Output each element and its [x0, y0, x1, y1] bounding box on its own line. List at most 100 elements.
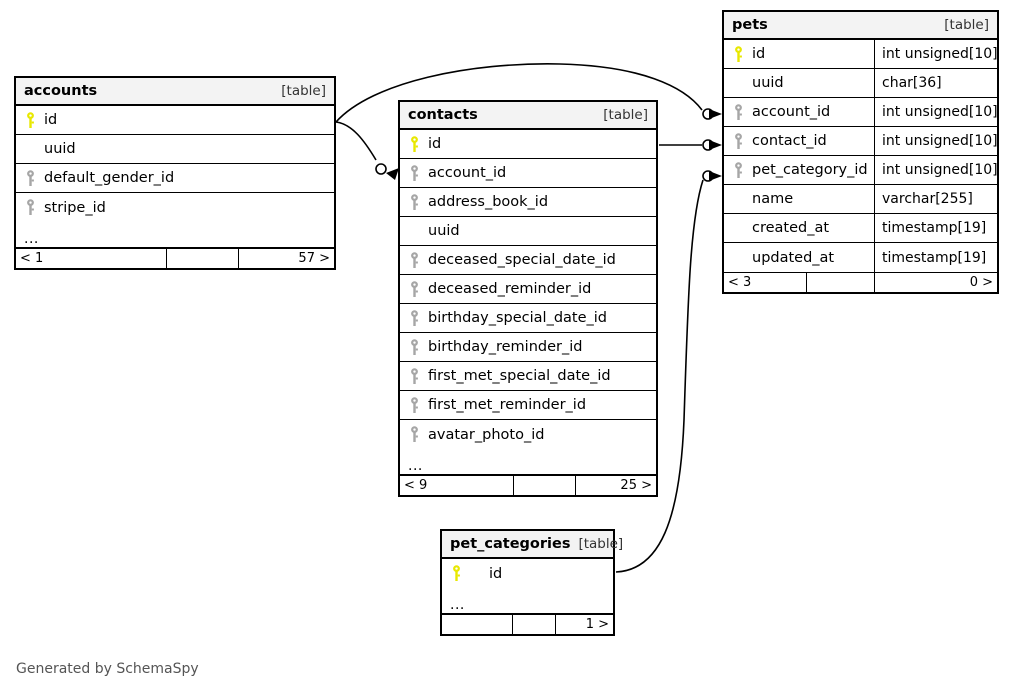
table-contacts[interactable]: contacts [table] id account_id: [398, 100, 658, 497]
table-pets[interactable]: pets [table] id int unsigned[10] uuid ch…: [722, 10, 999, 294]
column-cell: uuid: [400, 217, 656, 245]
column-name: birthday_reminder_id: [428, 339, 583, 355]
table-accounts-tag: [table]: [281, 83, 326, 99]
table-contacts-header: contacts [table]: [400, 102, 656, 130]
column-name: id: [752, 46, 766, 62]
column-name: created_at: [752, 220, 830, 236]
column-type: int unsigned[10]: [874, 98, 998, 126]
table-contacts-footer: < 9 25 >: [400, 475, 656, 495]
column-name: deceased_reminder_id: [428, 281, 592, 297]
edge-end-circle-pets-contact-id: [702, 139, 714, 151]
footer-child-count: 1 >: [555, 615, 613, 634]
table-pets-tag: [table]: [944, 17, 989, 33]
table-row[interactable]: address_book_id: [400, 188, 656, 217]
column-cell: address_book_id: [400, 188, 656, 216]
table-pet-categories-columns: id: [442, 559, 613, 588]
column-cell: contact_id: [724, 127, 874, 155]
table-row[interactable]: account_id int unsigned[10]: [724, 98, 998, 127]
table-pets-columns: id int unsigned[10] uuid char[36] accoun…: [724, 40, 998, 272]
column-name: first_met_reminder_id: [428, 397, 587, 413]
column-cell: uuid: [724, 69, 874, 97]
column-cell: created_at: [724, 214, 874, 242]
table-row[interactable]: birthday_special_date_id: [400, 304, 656, 333]
table-row[interactable]: uuid char[36]: [724, 69, 997, 98]
column-name: name: [752, 191, 794, 207]
table-row[interactable]: id: [442, 559, 613, 588]
column-type: timestamp[19]: [874, 214, 997, 242]
table-contacts-tag: [table]: [603, 107, 648, 123]
table-row[interactable]: avatar_photo_id: [400, 420, 656, 449]
table-row[interactable]: uuid: [400, 217, 656, 246]
footer-child-count: 57 >: [238, 249, 334, 268]
column-name: id: [428, 136, 442, 152]
generated-by-caption: Generated by SchemaSpy: [16, 661, 199, 677]
column-name: avatar_photo_id: [428, 426, 545, 443]
column-name: id: [44, 112, 58, 128]
table-pets-header: pets [table]: [724, 12, 997, 40]
table-pet-categories-tag: [table]: [578, 536, 624, 552]
table-accounts-header: accounts [table]: [16, 78, 334, 106]
table-row[interactable]: deceased_reminder_id: [400, 275, 656, 304]
foreign-key-icon: [24, 169, 37, 187]
column-type: varchar[255]: [874, 185, 997, 213]
table-row[interactable]: account_id: [400, 159, 656, 188]
column-cell: default_gender_id: [16, 164, 334, 192]
column-name: default_gender_id: [44, 170, 175, 186]
footer-middle: [512, 615, 555, 634]
edge-arrow-pets-pet-category-id: [709, 171, 722, 181]
column-cell: first_met_reminder_id: [400, 391, 656, 419]
foreign-key-icon: [732, 132, 745, 150]
primary-key-icon: [408, 135, 421, 153]
table-row[interactable]: updated_at timestamp[19]: [724, 243, 997, 272]
edge-end-circle-pets-account-id: [702, 108, 714, 120]
column-cell: pet_category_id: [724, 156, 874, 184]
column-name: account_id: [752, 104, 831, 120]
edge-arrow-pets-account-id: [709, 109, 722, 119]
table-row[interactable]: birthday_reminder_id: [400, 333, 656, 362]
column-cell: uuid: [16, 135, 334, 163]
table-row[interactable]: id int unsigned[10]: [724, 40, 998, 69]
footer-parent-count: < 3: [728, 275, 752, 290]
table-row[interactable]: uuid: [16, 135, 334, 164]
table-row[interactable]: first_met_special_date_id: [400, 362, 656, 391]
foreign-key-icon: [408, 193, 421, 211]
table-row[interactable]: deceased_special_date_id: [400, 246, 656, 275]
table-accounts[interactable]: accounts [table] id uuid: [14, 76, 336, 270]
footer-parent-count: < 1: [20, 251, 44, 266]
table-pet-categories-more: ...: [442, 588, 613, 614]
column-name: first_met_special_date_id: [428, 368, 611, 384]
column-cell: id: [400, 130, 656, 158]
table-accounts-title: accounts: [24, 83, 98, 99]
footer-parent-count: [442, 615, 512, 634]
primary-key-icon: [450, 565, 463, 582]
table-row[interactable]: name varchar[255]: [724, 185, 997, 214]
column-name: account_id: [428, 165, 507, 181]
column-cell: deceased_special_date_id: [400, 246, 656, 274]
column-cell: account_id: [400, 159, 656, 187]
column-cell: name: [724, 185, 874, 213]
table-row[interactable]: id: [400, 130, 656, 159]
footer-middle: [513, 476, 575, 495]
footer-middle: [166, 249, 238, 268]
column-cell: updated_at: [724, 243, 874, 272]
column-type: int unsigned[10]: [874, 40, 998, 68]
table-row[interactable]: stripe_id: [16, 193, 334, 222]
table-pet-categories[interactable]: pet_categories [table] id ... 1 >: [440, 529, 623, 636]
table-row[interactable]: created_at timestamp[19]: [724, 214, 997, 243]
table-accounts-footer: < 1 57 >: [16, 248, 334, 268]
column-type: int unsigned[10]: [874, 156, 998, 184]
column-type: timestamp[19]: [874, 243, 997, 272]
table-accounts-more: ...: [16, 222, 334, 248]
table-pets-footer: < 3 0 >: [724, 272, 997, 292]
table-row[interactable]: id: [16, 106, 334, 135]
footer-child-count: 25 >: [575, 476, 656, 495]
table-row[interactable]: contact_id int unsigned[10]: [724, 127, 998, 156]
footer-middle: [806, 273, 874, 292]
table-row[interactable]: pet_category_id int unsigned[10]: [724, 156, 998, 185]
table-row[interactable]: first_met_reminder_id: [400, 391, 656, 420]
table-row[interactable]: default_gender_id: [16, 164, 334, 193]
foreign-key-icon: [408, 367, 421, 385]
foreign-key-icon: [408, 426, 421, 443]
column-name: updated_at: [752, 249, 835, 266]
